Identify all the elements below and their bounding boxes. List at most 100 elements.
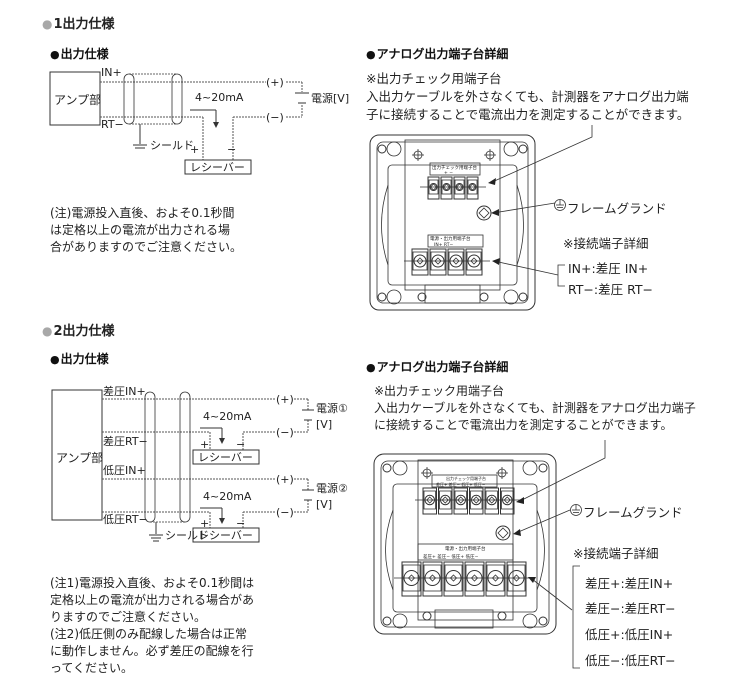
bullet-icon: ●	[50, 48, 60, 61]
corner-bolts	[377, 141, 528, 305]
rx-plus-label: +	[190, 143, 199, 156]
terminal-screw	[438, 487, 453, 515]
terminal-screw	[453, 176, 466, 200]
terminal-minus-label: (−)	[276, 506, 294, 519]
main-block-label: 電源・出力用端子台	[445, 545, 486, 552]
check-heading: ※出力チェック用端子台	[366, 71, 502, 86]
terminal-minus-label: (−)	[276, 426, 294, 439]
main-block-label-box	[417, 543, 514, 561]
note-line: 合がありますのでご注意ください。	[50, 240, 243, 254]
note-line: (注1)電源投入直後、およそ0.1秒間は	[50, 576, 255, 590]
lp-in-plus-label: 低圧IN+	[103, 464, 146, 477]
current-arrow-head	[219, 518, 225, 524]
terminal-screw	[469, 487, 484, 515]
arc-right	[536, 509, 545, 591]
check-block-pins: + −	[444, 170, 453, 176]
section2-connection-line: 低圧+:低圧IN+	[585, 627, 674, 642]
main-terminals	[404, 248, 490, 276]
section1-frame-ground-label: フレームグランド	[567, 201, 667, 216]
terminal-screw	[443, 561, 464, 597]
section1-terminal-box-drawing: 出力チェック用端子台 + − 電源・出力用端子台 IN+ RT−	[369, 125, 593, 311]
section2-terminal-detail-title: ●アナログ出力端子台詳細	[366, 358, 508, 375]
section2-title-text: 2出力仕様	[53, 324, 115, 339]
connection-leader-line	[493, 260, 559, 276]
terminal-screw	[485, 561, 506, 597]
check-leader-line	[489, 125, 593, 184]
section2-output-spec-title-text: 出力仕様	[60, 352, 109, 366]
terminal-plus-label: (+)	[266, 76, 284, 89]
note-line: りますのでご注意ください。	[50, 610, 207, 624]
shield-label: シールド	[165, 529, 209, 542]
terminal-screw	[422, 487, 437, 515]
section2-terminal-detail-title-text: アナログ出力端子台詳細	[376, 360, 509, 374]
section1-terminal-desc: ※出力チェック用端子台 入出力ケーブルを外さなくても、計測器をアナログ出力端 子…	[366, 70, 689, 124]
current1-label: 4~20mA	[203, 410, 252, 423]
inner-frame	[392, 483, 538, 613]
housing-outer	[373, 453, 557, 635]
desc-line: に接続することで電流出力を測定することができます。	[374, 418, 673, 432]
inner-panel	[404, 139, 501, 291]
note-line: に動作しません。必ず差圧の配線を行	[50, 644, 254, 658]
terminal-screw	[506, 561, 527, 597]
rx-minus-label: −	[227, 143, 236, 156]
arc-right	[516, 184, 524, 266]
check-leader-line	[519, 440, 606, 502]
rx-minus-label: −	[236, 517, 245, 530]
rx-minus-label: −	[236, 438, 245, 451]
main-terminals	[394, 561, 534, 597]
terminal-screw	[466, 176, 479, 200]
desc-line: 入出力ケーブルを外さなくても、計測器をアナログ出力端	[366, 89, 689, 104]
note-line: ってください。	[50, 661, 134, 675]
volt2-label: [V]	[316, 498, 332, 511]
shield-ellipse-right	[179, 391, 191, 523]
connection-leader-line	[531, 578, 573, 611]
lp-rt-minus-label: 低圧RT−	[103, 513, 148, 526]
check-block-pins: 差圧+ 差圧− 低圧+ 低圧−	[436, 481, 485, 487]
check-block-label: 出力チェック用端子台	[432, 164, 477, 171]
terminal-screw	[465, 248, 483, 276]
note-line: は定格以上の電流が出力される場	[50, 223, 231, 237]
panel-screws	[421, 467, 508, 479]
frame-ground-screw-head	[497, 527, 509, 539]
arrow-head	[513, 529, 521, 536]
section1-connection-line: IN+:差圧 IN+	[568, 261, 649, 276]
current2-label: 4~20mA	[203, 490, 252, 503]
amp-box	[49, 71, 101, 126]
power1-label: 電源①	[316, 401, 348, 415]
section1-note: (注)電源投入直後、およそ0.1秒間 は定格以上の電流が出力される場 合がありま…	[50, 205, 242, 256]
terminal-screw	[440, 176, 453, 200]
rx-plus-label: +	[200, 517, 209, 530]
connection-bracket	[557, 264, 565, 287]
current-arrow-head	[213, 122, 219, 128]
bullet-icon: ●	[42, 324, 53, 338]
amp-box	[51, 389, 103, 521]
receiver-box	[184, 159, 252, 175]
corner-bolts	[382, 460, 548, 629]
connection-bracket	[572, 565, 580, 669]
amp-label: アンプ部	[56, 450, 103, 465]
section2-connection-line: 低圧−:低圧RT−	[585, 653, 676, 668]
check-terminals	[415, 487, 522, 515]
section2-connection-line: 差圧+:差圧IN+	[585, 576, 674, 591]
dp-rt-minus-label: 差圧RT−	[103, 434, 148, 448]
gland-screw-right	[497, 611, 507, 621]
section1-output-spec-title-text: 出力仕様	[60, 47, 109, 61]
receiver-label: レシーバー	[198, 529, 253, 542]
section2-output-spec-title: ●出力仕様	[50, 350, 109, 367]
section1-connection-line: RT−:差圧 RT−	[568, 282, 653, 297]
arrow-head	[516, 497, 524, 504]
panel-screws	[412, 149, 496, 161]
power-label: 電源[V]	[311, 91, 349, 105]
arc-left	[385, 509, 394, 591]
check-heading: ※出力チェック用端子台	[374, 384, 505, 398]
in-plus-label: IN+	[101, 66, 122, 79]
gland-screw-left	[422, 611, 432, 621]
main-block-pins: 差圧+ 差圧− 低圧+ 低圧−	[423, 553, 479, 560]
desc-line: 入出力ケーブルを外さなくても、計測器をアナログ出力端子	[374, 401, 696, 415]
terminal-screw	[500, 487, 515, 515]
arrow-head	[488, 178, 496, 185]
section1-wiring-diagram: アンプ部 IN+ RT− (+) (−) 電源[V] シールド 4~20mA +…	[49, 66, 349, 175]
housing-outer	[369, 134, 536, 311]
arrow-head	[491, 209, 499, 216]
terminal-screw	[427, 176, 440, 200]
